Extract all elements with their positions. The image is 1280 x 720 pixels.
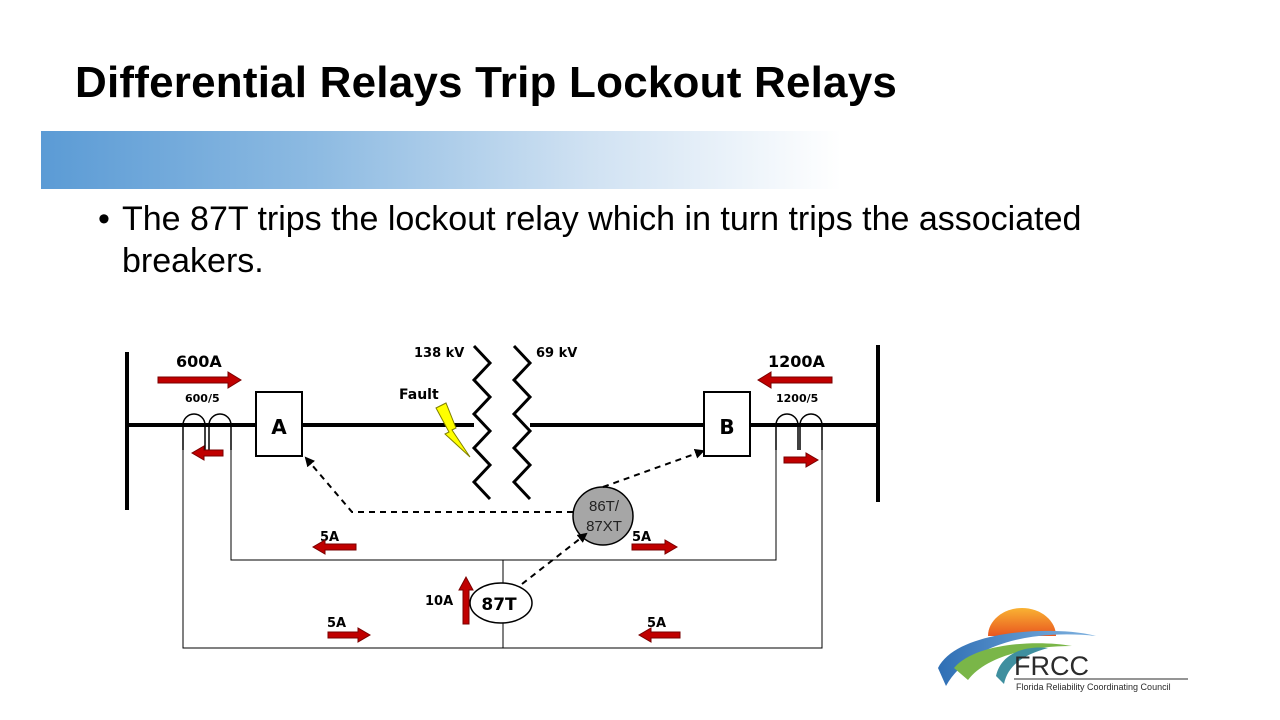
ct-right-secondary-arrow: [783, 452, 819, 468]
bullet-text: The 87T trips the lockout relay which in…: [122, 200, 1082, 280]
slide-title: Differential Relays Trip Lockout Relays: [75, 58, 898, 107]
primary-current-right-arrow: [757, 371, 833, 389]
fault-label: Fault: [399, 387, 439, 403]
lockout-relay-label-line1: 86T/: [589, 498, 620, 515]
lockout-relay-label-line2: 87XT: [586, 518, 622, 535]
voltage-low-label: 69 kV: [536, 346, 577, 361]
transformer-secondary-winding: [511, 344, 533, 501]
transformer-primary-winding: [471, 344, 493, 501]
ct-left-coil-2: [208, 413, 232, 450]
primary-current-left-label: 600A: [176, 352, 222, 371]
secondary-inner-right-label: 5A: [632, 530, 651, 545]
primary-current-left-arrow: [157, 371, 242, 389]
secondary-inner-right-arrow: [631, 539, 678, 555]
secondary-inner-left-arrow: [312, 539, 357, 555]
secondary-outer-right-arrow: [638, 627, 681, 643]
logo-subtitle: Florida Reliability Coordinating Council: [1016, 682, 1171, 692]
trip-signal-87t-to-86t: [521, 532, 588, 585]
differential-relay-label: 87T: [481, 595, 517, 615]
ct-ratio-right-label: 1200/5: [776, 392, 818, 405]
logo-wordmark: FRCC: [1014, 651, 1089, 681]
ct-left-coil-1: [182, 413, 206, 450]
ct-left-secondary-arrow: [191, 445, 224, 461]
bullet-item: • The 87T trips the lockout relay which …: [98, 198, 1178, 282]
logo-swoosh-teal-icon: [996, 647, 1048, 684]
differential-relay-87t: [469, 582, 533, 624]
breaker-a-label: A: [271, 415, 287, 439]
fault-lightning-icon: [435, 402, 471, 458]
ct-right-coil-1: [775, 413, 799, 450]
trip-signal-to-breaker-a: [304, 456, 573, 513]
logo-swoosh-blue-icon: [938, 630, 1096, 686]
breaker-b: [703, 391, 751, 457]
ct-ratio-left-label: 600/5: [185, 392, 220, 405]
title-accent-band: [41, 131, 841, 189]
secondary-outer-right-label: 5A: [647, 616, 666, 631]
operate-current-label: 10A: [425, 594, 453, 609]
ct-right-coil-2: [799, 413, 823, 450]
logo-swoosh-green-icon: [954, 643, 1072, 680]
logo-sun-icon: [988, 608, 1056, 636]
bullet-dot-icon: •: [98, 200, 110, 238]
secondary-outer-left-label: 5A: [327, 616, 346, 631]
trip-signal-to-breaker-b: [602, 449, 705, 488]
operate-current-arrow: [458, 575, 474, 625]
secondary-outer-left-arrow: [327, 627, 371, 643]
breaker-a: [255, 391, 303, 457]
voltage-high-label: 138 kV: [414, 346, 464, 361]
primary-current-right-label: 1200A: [768, 352, 826, 371]
breaker-b-label: B: [719, 415, 734, 439]
